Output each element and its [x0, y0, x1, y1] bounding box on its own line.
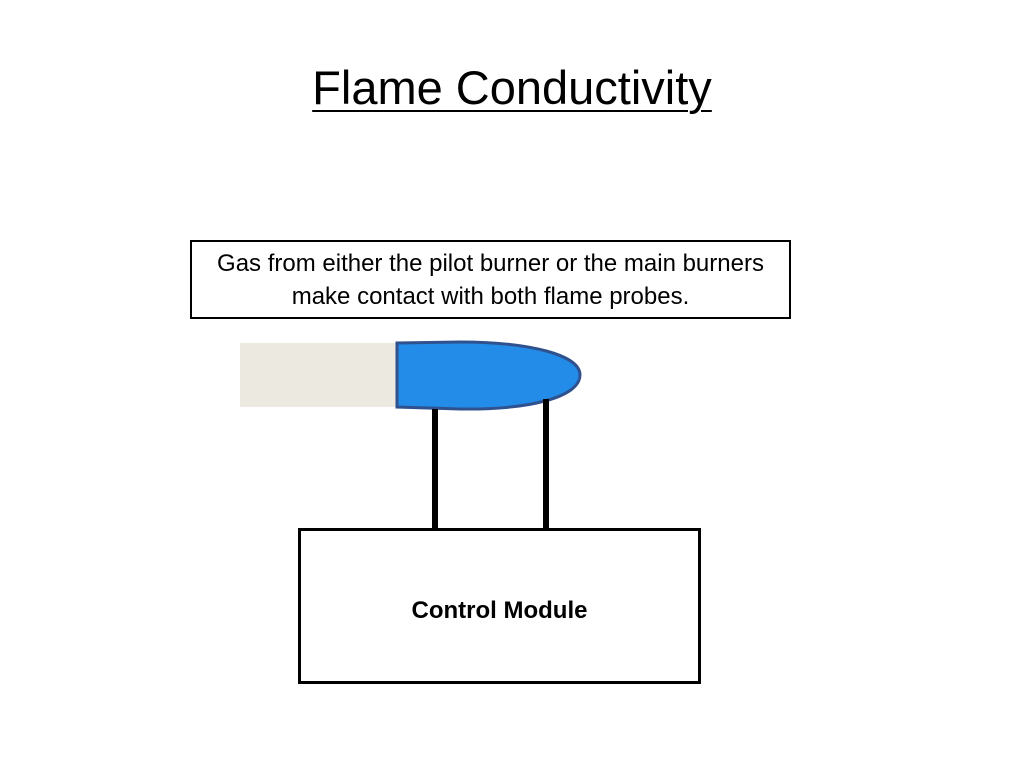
slide-title-text: Flame Conductivity [312, 61, 712, 114]
callout-box: Gas from either the pilot burner or the … [190, 240, 791, 319]
control-module-box: Control Module [298, 528, 701, 684]
burner-tube [240, 343, 410, 407]
callout-text: Gas from either the pilot burner or the … [217, 249, 764, 310]
flame-shape [395, 340, 582, 411]
control-module-label: Control Module [411, 597, 588, 624]
slide-title: Flame Conductivity [0, 58, 1024, 118]
